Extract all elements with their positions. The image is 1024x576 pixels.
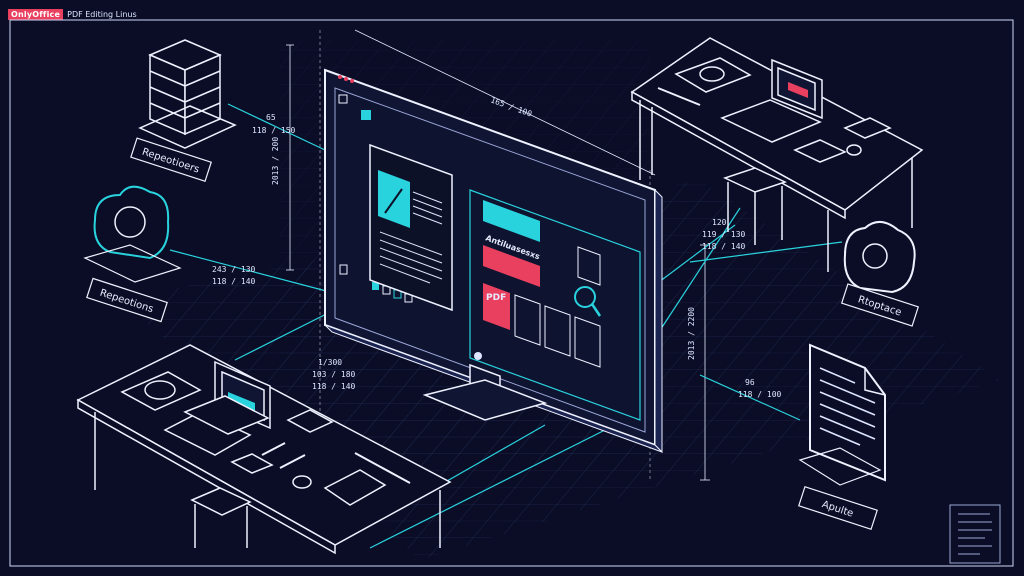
server-stack-icon xyxy=(138,39,237,149)
app-icon[interactable] xyxy=(361,110,371,120)
pdf-badge: PDF xyxy=(486,293,506,303)
title-bar: OnlyOffice PDF Editing Linus xyxy=(8,8,137,20)
dimension-right-top-c: 118 / 140 xyxy=(702,242,746,251)
desk-bottom-left xyxy=(76,344,452,555)
dimension-left-b: 118 / 150 xyxy=(252,126,296,135)
dimension-mid-left-b: 118 / 140 xyxy=(212,277,256,286)
cloud-icon xyxy=(843,221,916,294)
folder-icon[interactable] xyxy=(338,94,348,104)
brand-badge: OnlyOffice xyxy=(8,8,64,20)
page-thumbnail xyxy=(574,316,601,368)
pdf-file-icon[interactable] xyxy=(483,283,510,330)
outer-frame xyxy=(9,19,1014,567)
content-panel xyxy=(469,189,641,421)
dimension-mid-left-a: 243 / 130 xyxy=(212,265,256,274)
page-thumbnail xyxy=(514,294,541,346)
dimension-left-vertical: 2013 / 200 xyxy=(271,137,280,185)
dimension-bottom-c: 118 / 140 xyxy=(312,382,356,391)
dimension-right-low-a: 96 xyxy=(745,378,755,387)
accent-bar xyxy=(483,245,540,287)
thumbnail xyxy=(577,246,601,286)
toolbar-icon[interactable] xyxy=(339,264,348,275)
highlight-bar xyxy=(483,200,540,242)
monitor: Antiluasesxs PDF xyxy=(324,68,663,454)
dimension-right-low-b: 118 / 100 xyxy=(738,390,782,399)
page-subtitle: PDF Editing Linus xyxy=(67,9,137,19)
magnifier-icon[interactable] xyxy=(574,286,596,308)
dimension-left-a: 65 xyxy=(266,113,276,122)
dimension-bottom-a: 1/300 xyxy=(318,358,342,367)
dimension-right-top-a: 120 xyxy=(712,218,727,227)
page-thumbnail xyxy=(544,305,571,357)
document-icon xyxy=(798,343,886,486)
power-button[interactable] xyxy=(474,352,482,360)
desk-top-right xyxy=(630,37,924,272)
monitor-base xyxy=(422,379,548,421)
document-panel xyxy=(369,143,453,312)
dimension-bottom-b: 103 / 180 xyxy=(312,370,356,379)
dimension-right-vertical: 2013 / 2200 xyxy=(687,307,696,360)
dimension-right-top-b: 119 / 130 xyxy=(702,230,746,239)
toolbar-icon[interactable] xyxy=(372,282,379,290)
cloud-icon xyxy=(83,185,182,283)
mini-document-icon xyxy=(949,504,1001,564)
